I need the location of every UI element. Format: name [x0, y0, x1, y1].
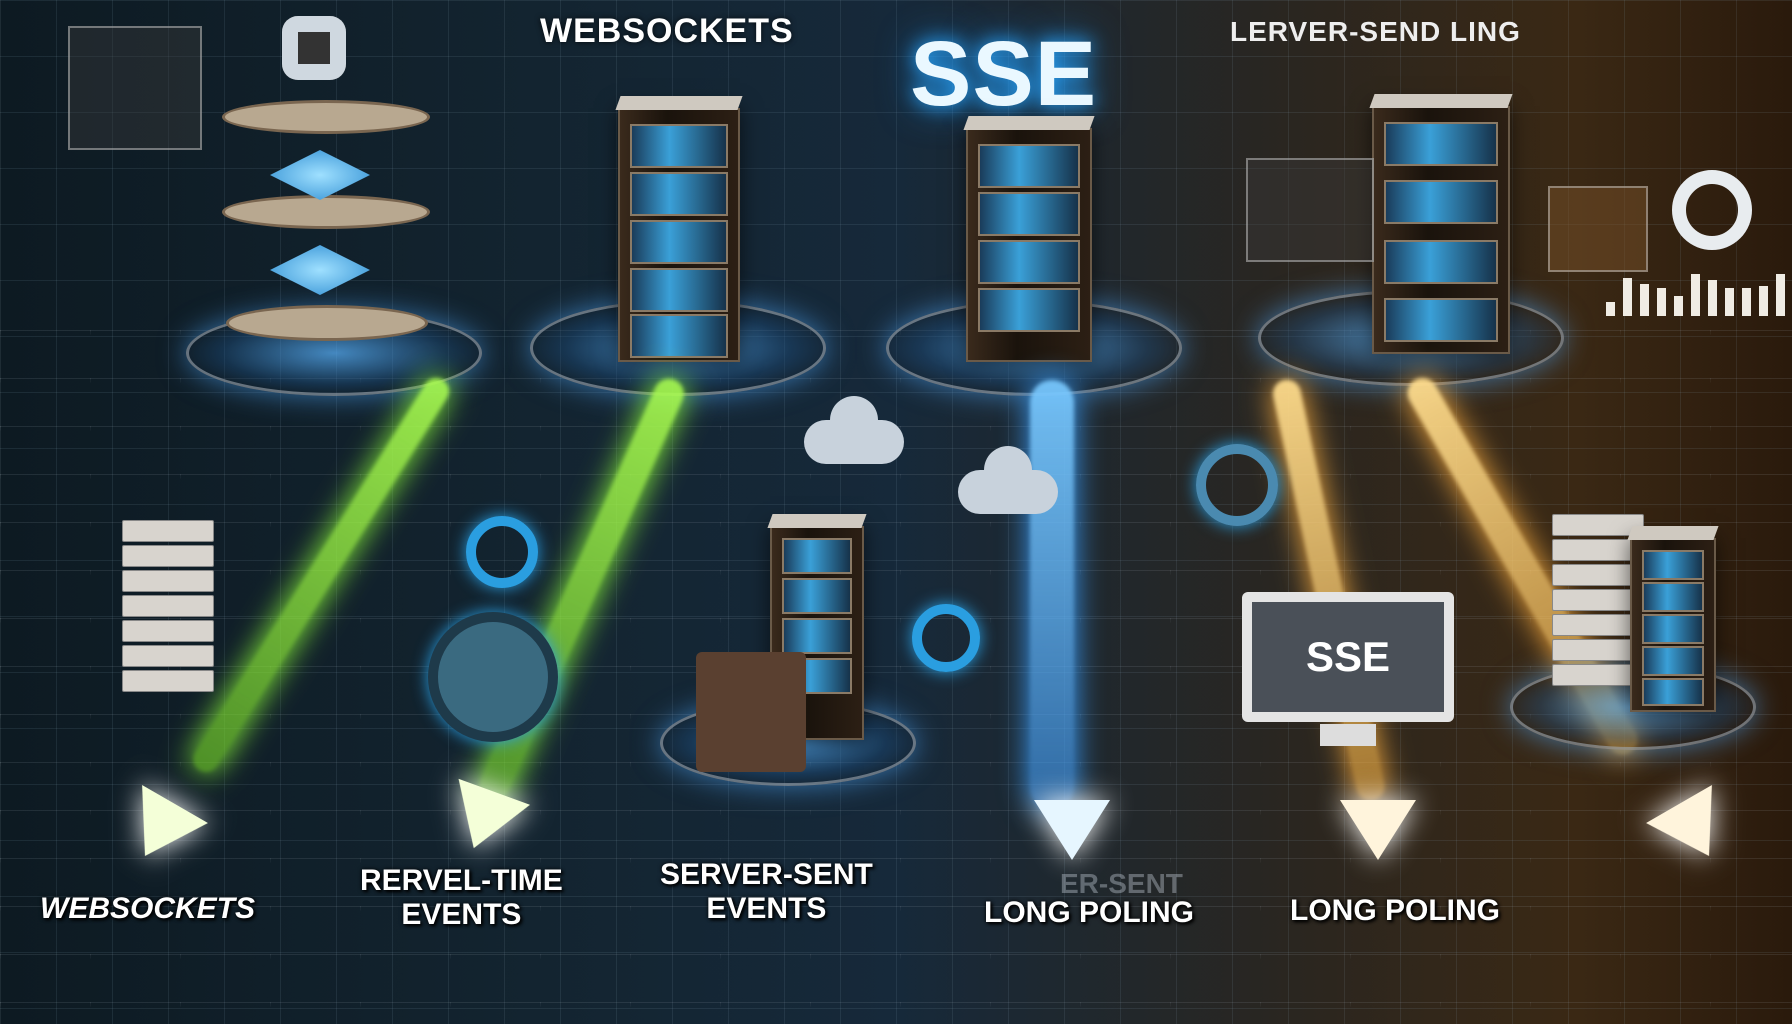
server-rack-3 [1369, 94, 1513, 354]
label-long-polling-1: LONG POLING [984, 896, 1194, 929]
target-ring-icon [912, 604, 980, 672]
sensor-ring-icon [428, 612, 558, 742]
target-ring-icon [466, 516, 538, 588]
monitor-screen: SSE [1252, 602, 1444, 712]
server-stack-right [1552, 514, 1644, 689]
gear-ring-icon [1196, 444, 1278, 526]
label-realtime-events: RERVEL-TIME EVENTS [360, 864, 563, 931]
bar-chart-decoration [1606, 258, 1792, 316]
code-panel [68, 26, 202, 150]
ghost-text: ER-SENT [1060, 868, 1183, 899]
arrow-down-icon [1340, 800, 1416, 860]
tablet-icon [696, 652, 806, 772]
sse-title: SSE [910, 23, 1098, 125]
text-panel [1548, 186, 1648, 272]
arrow-down-icon [1034, 800, 1110, 860]
server-rack-1 [615, 96, 743, 362]
server-rack-5 [1627, 526, 1719, 712]
cloud-icon [958, 446, 1058, 514]
label-long-polling-2: LONG POLING [1290, 894, 1500, 927]
bar-chart-monitor [1246, 158, 1374, 262]
monitor-stand [1320, 724, 1376, 746]
donut-chart-icon [1672, 170, 1752, 250]
cloud-icon [804, 396, 904, 464]
hexagon-icon [282, 16, 346, 80]
websockets-title: WEBSOCKETS [540, 12, 794, 50]
server-send-title: LERVER-SEND LING [1230, 16, 1521, 47]
blue-beam [1030, 380, 1074, 810]
server-stack-left [122, 520, 214, 695]
label-websockets: WEBSOCKETS [40, 892, 256, 925]
sse-monitor: SSE [1242, 592, 1454, 722]
label-server-sent-events: SERVER-SENT EVENTS [660, 858, 873, 925]
server-rack-2 [963, 116, 1095, 362]
